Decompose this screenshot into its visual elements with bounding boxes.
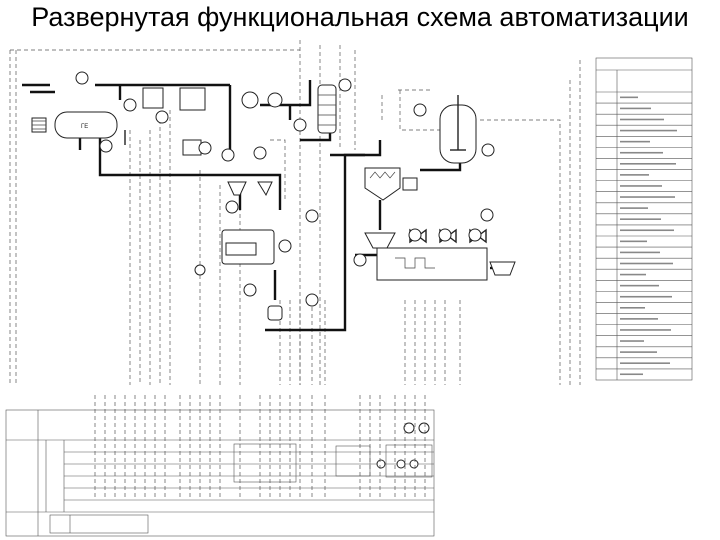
table-row-text [620, 185, 662, 187]
table-row-text [620, 262, 673, 265]
equipment-table [595, 57, 693, 381]
table-row-text [620, 129, 677, 132]
label-tank-l: ГЕ [81, 124, 88, 130]
table-row-text [620, 118, 664, 121]
table-row-text [620, 196, 675, 198]
table-row-text [620, 251, 660, 254]
equipment: ГЕ [31, 84, 516, 321]
table-row-text [620, 284, 659, 287]
table-row-text [620, 273, 646, 276]
table-row-text [620, 295, 672, 298]
table-row-text [620, 307, 645, 309]
table-row-text [620, 318, 658, 320]
table-row-text [620, 351, 657, 353]
table-row-text [620, 163, 676, 165]
table-row-text [620, 218, 661, 220]
table-row-text [620, 229, 674, 232]
table-row-text [620, 329, 671, 331]
control-board [5, 395, 435, 537]
table-row-text [620, 174, 649, 176]
table-row-text [620, 207, 648, 209]
signal-lines [9, 40, 581, 385]
table-row-text [620, 107, 651, 110]
table-row-text [620, 362, 670, 364]
table-row-text [620, 96, 638, 99]
table-row-text [620, 140, 650, 143]
table-row-text [620, 151, 663, 154]
table-row-text [620, 240, 647, 243]
instruments [75, 71, 495, 307]
page-title: Развернутая функциональная схема автомат… [31, 2, 689, 32]
table-row-text [620, 340, 644, 342]
table-row-text [620, 373, 643, 376]
